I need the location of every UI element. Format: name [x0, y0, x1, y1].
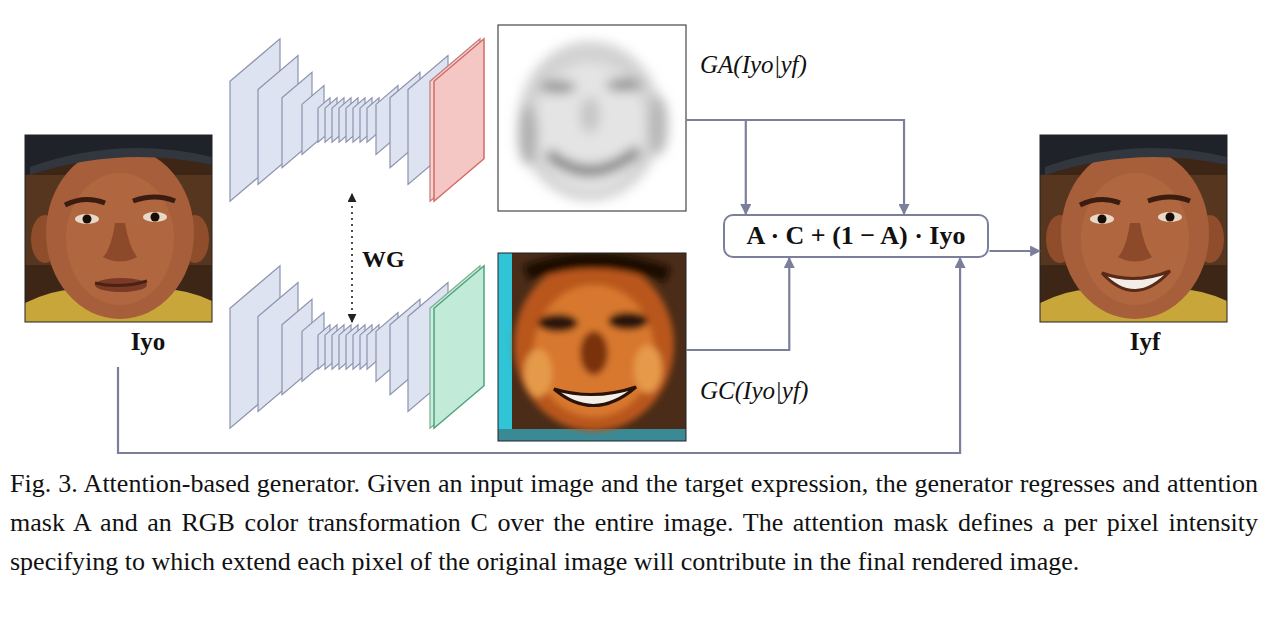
input-image: Iyo	[25, 135, 212, 367]
attention-mask: GA(Iyo|yf)	[498, 25, 686, 211]
image-label: GC(Iyo|yf)	[700, 377, 808, 405]
flow-arrow	[686, 120, 746, 214]
encoder-decoder	[434, 266, 484, 429]
input-face	[95, 278, 147, 292]
encoder-decoder	[230, 266, 484, 429]
color-transform-image	[498, 253, 686, 441]
weights-label: WG	[362, 246, 405, 273]
input-face	[95, 281, 147, 286]
color-transform-image	[580, 331, 608, 375]
flow-arrow	[686, 120, 904, 214]
output-image: Iyf	[1040, 135, 1228, 367]
shared-weights-arrow	[351, 194, 353, 322]
attention-mask-image	[534, 63, 646, 191]
formula-text: A · C + (1 − A) · Iyo	[747, 220, 966, 252]
color-transform-image	[538, 314, 578, 332]
encoder-decoder	[434, 39, 484, 202]
attention-mask-image	[518, 105, 538, 165]
flow-arrow	[686, 258, 789, 350]
attention-mask-image	[648, 95, 668, 155]
image-label: Iyo	[131, 328, 166, 356]
color-transform-image	[514, 259, 674, 431]
formula-box: A · C + (1 − A) · Iyo	[723, 214, 990, 258]
color-transform-image	[498, 253, 686, 441]
output-face	[1040, 135, 1227, 322]
attention-mask-image	[498, 25, 686, 213]
input-face	[25, 135, 212, 322]
color-transform-image	[554, 387, 636, 406]
attention-mask-image	[498, 25, 686, 213]
figure-caption: Fig. 3. Attention-based generator. Given…	[10, 464, 1258, 581]
attention-mask-image	[606, 79, 642, 91]
input-face	[20, 135, 217, 322]
output-face	[1040, 135, 1227, 322]
encoder-decoder	[230, 39, 484, 202]
color-transform-image	[526, 260, 668, 275]
color-transform-image	[534, 285, 654, 417]
attention-mask-image	[498, 25, 686, 213]
color-transform-image	[498, 253, 512, 441]
image-label: GA(Iyo|yf)	[700, 51, 807, 79]
color-transform-image	[608, 312, 648, 330]
attention-mask-image	[518, 41, 668, 201]
output-face	[1102, 271, 1170, 291]
image-label: Iyf	[1130, 328, 1161, 356]
output-face	[1035, 135, 1232, 322]
attention-mask-image	[518, 41, 662, 201]
encoder-decoder	[230, 39, 448, 202]
attention-mask-image	[498, 25, 686, 211]
output-face	[1040, 135, 1227, 322]
input-face	[25, 135, 212, 322]
color-transform-image	[498, 253, 686, 441]
flow-arrow	[118, 258, 960, 453]
attention-mask-image	[580, 97, 600, 133]
encoder-decoder	[230, 266, 448, 429]
attention-mask-image	[540, 81, 576, 93]
color-transform-image	[514, 259, 674, 431]
flow-arrow	[989, 250, 1040, 252]
attention-mask-image	[548, 150, 638, 171]
input-face	[25, 135, 212, 322]
color-transform-image	[634, 345, 662, 393]
color-transform-image	[498, 253, 686, 441]
color-transform-image	[524, 349, 552, 397]
color-transform: GC(Iyo|yf)	[498, 253, 686, 441]
